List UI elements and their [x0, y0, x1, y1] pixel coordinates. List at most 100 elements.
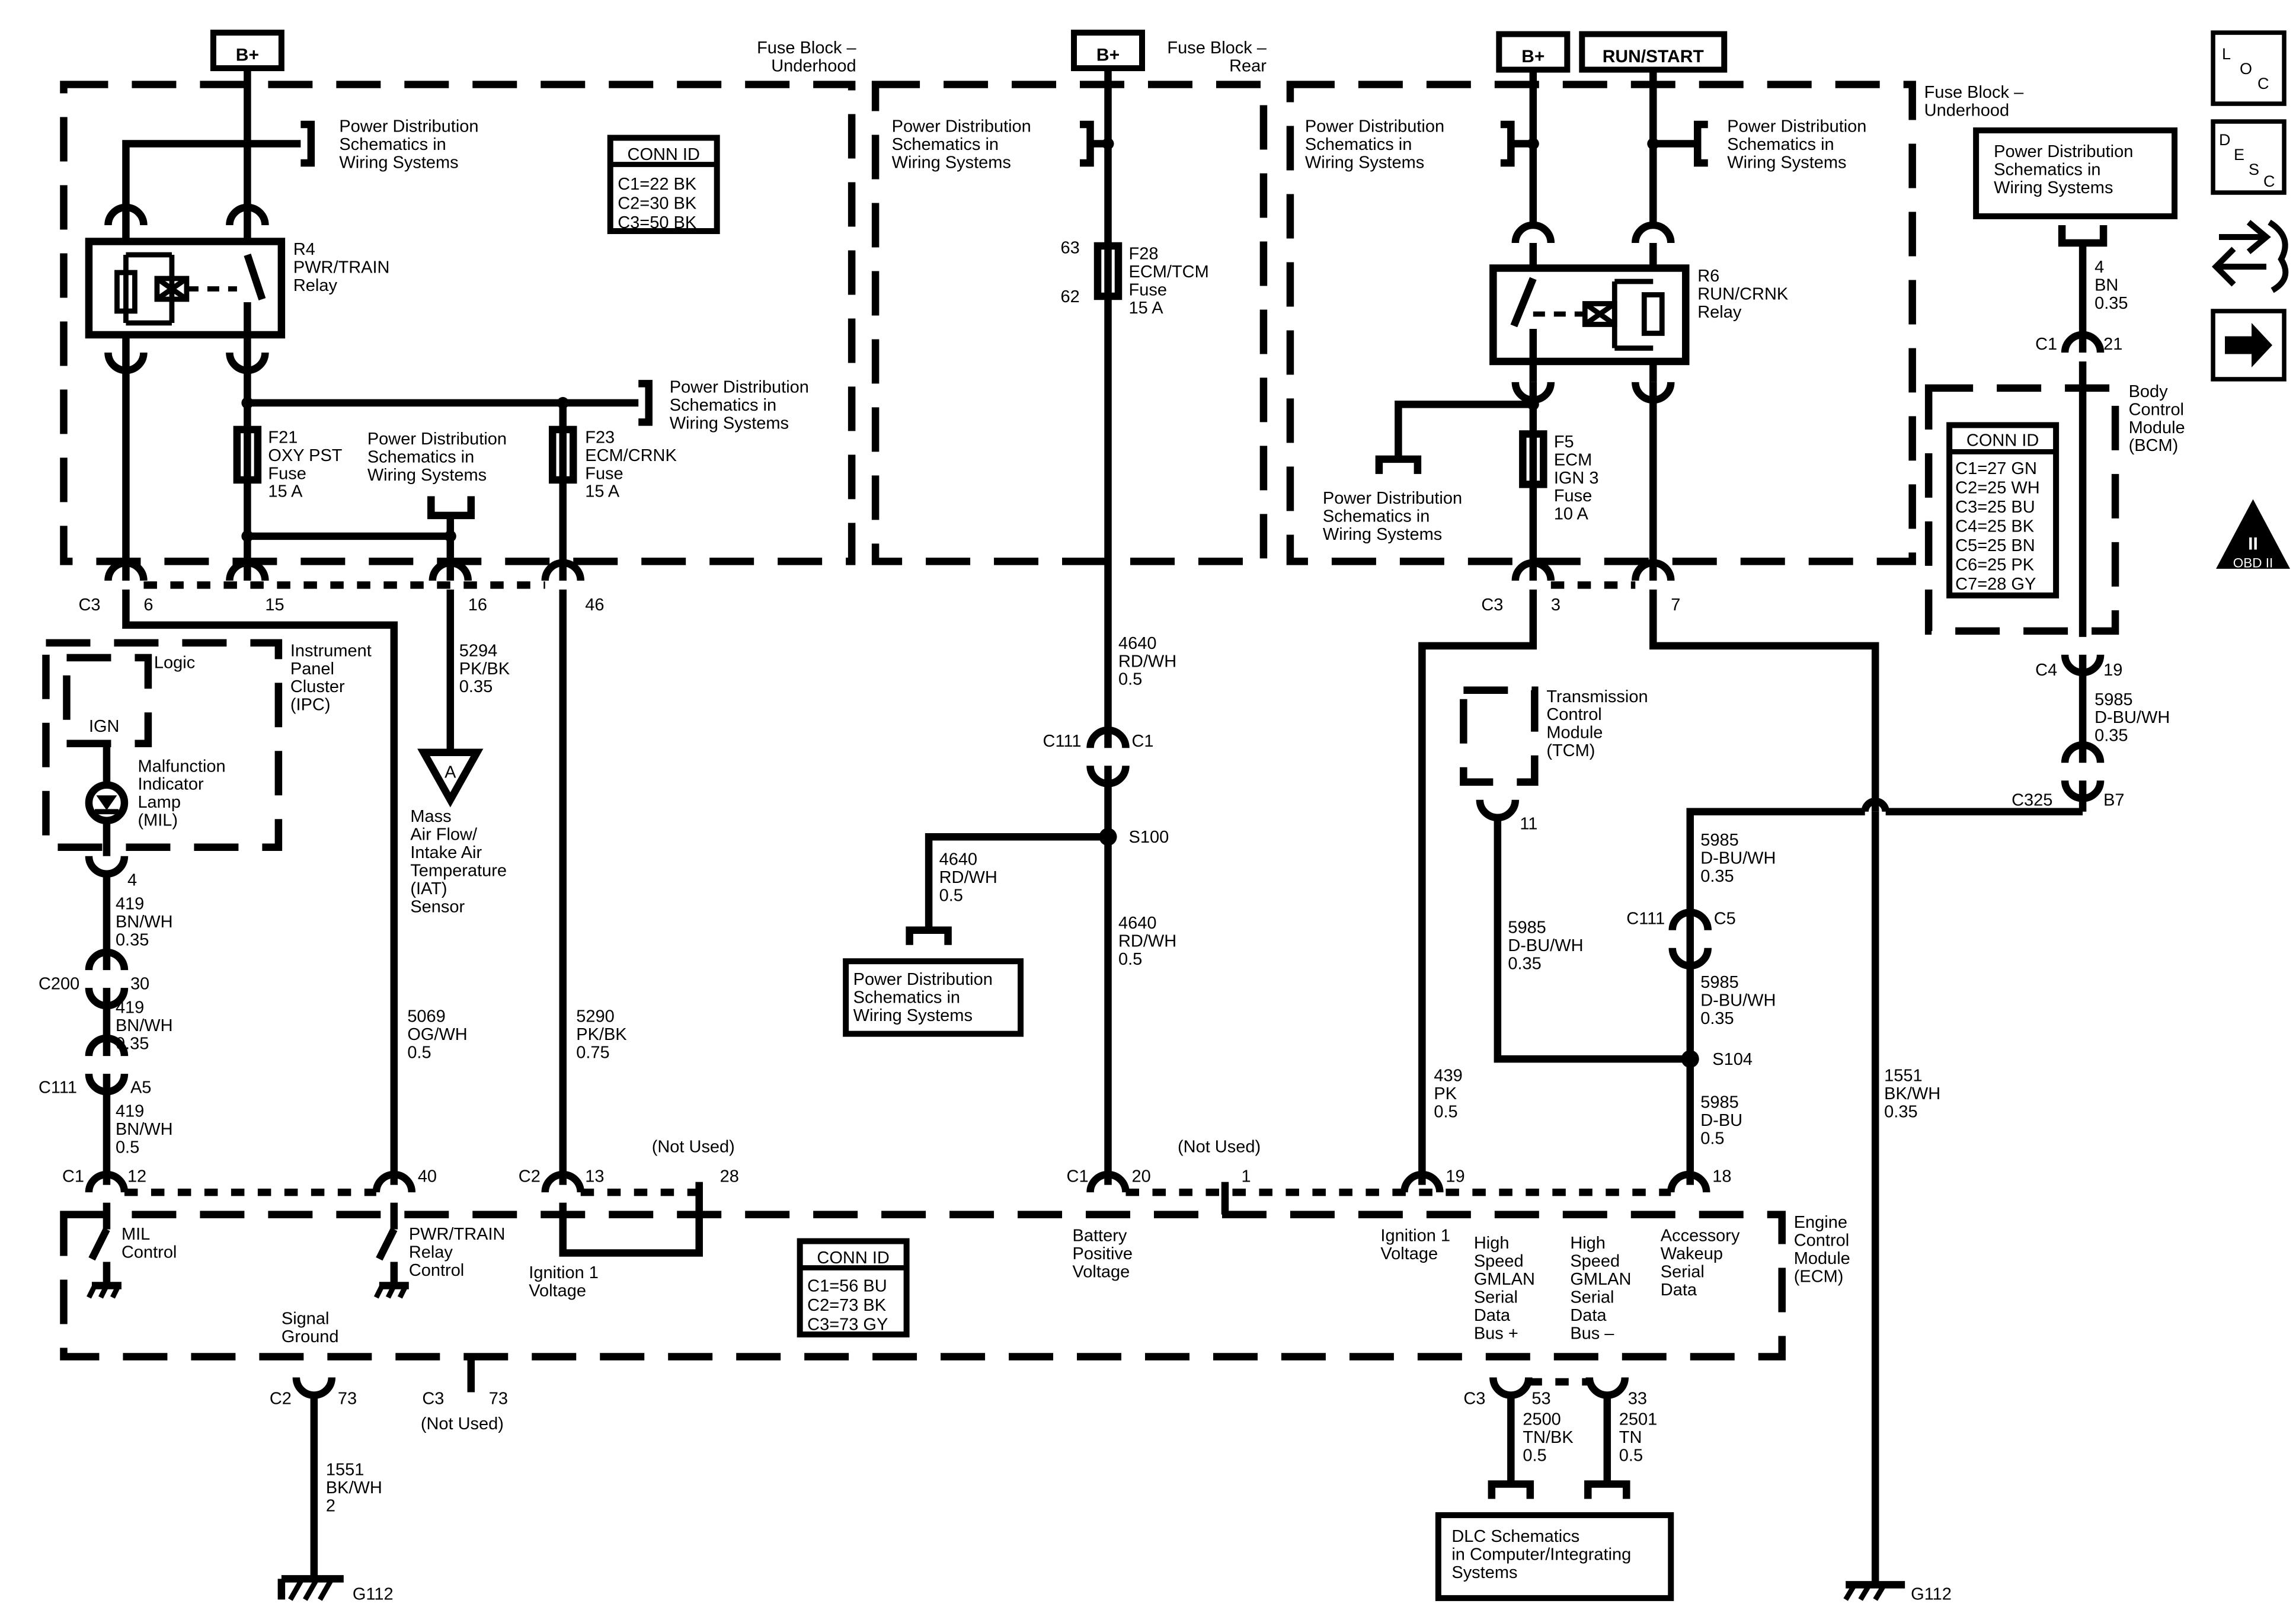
- svg-text:C5=25 BN: C5=25 BN: [1955, 536, 2035, 555]
- conn-id-row: C2=30 BK: [618, 194, 696, 213]
- svg-text:C2=25 WH: C2=25 WH: [1955, 478, 2040, 497]
- obd-ii-icon: II OBD II: [2216, 499, 2291, 570]
- loc-icon[interactable]: L O C: [2211, 30, 2287, 106]
- arrow-right-icon[interactable]: [2211, 309, 2287, 382]
- svg-text:C1: C1: [1132, 732, 1154, 751]
- svg-text:OBD II: OBD II: [2233, 555, 2273, 570]
- svg-text:C1=27 GN: C1=27 GN: [1955, 459, 2037, 478]
- svg-text:C111: C111: [39, 1078, 77, 1097]
- svg-text:C6=25 PK: C6=25 PK: [1955, 555, 2034, 574]
- svg-text:(Not Used): (Not Used): [1178, 1138, 1261, 1157]
- fuse-block-underhood-right: Fuse Block –Underhood: [1286, 81, 2024, 565]
- svg-text:C3: C3: [1481, 596, 1503, 614]
- svg-text:6: 6: [143, 596, 153, 614]
- wrench-icon[interactable]: [2211, 219, 2289, 293]
- svg-text:21: 21: [2103, 335, 2122, 354]
- svg-text:C4=25 BK: C4=25 BK: [1955, 517, 2034, 536]
- svg-text:19: 19: [2103, 661, 2122, 680]
- svg-text:C1: C1: [1067, 1167, 1089, 1186]
- svg-text:53: 53: [1531, 1389, 1550, 1408]
- svg-text:CONN ID: CONN ID: [817, 1249, 889, 1267]
- c3-right-connector: C3 3 7: [1481, 559, 1680, 614]
- svg-text:13: 13: [585, 1167, 604, 1186]
- svg-text:B7: B7: [2103, 791, 2124, 810]
- svg-text:C7=28 GY: C7=28 GY: [1955, 575, 2036, 594]
- svg-text:O: O: [2240, 60, 2252, 78]
- svg-text:19: 19: [1446, 1167, 1464, 1186]
- svg-text:B+: B+: [1096, 46, 1120, 65]
- run-start-tag: RUN/START: [1579, 31, 1728, 73]
- svg-text:18: 18: [1712, 1167, 1731, 1186]
- svg-text:G112: G112: [353, 1585, 394, 1603]
- svg-text:C325: C325: [2012, 791, 2052, 810]
- svg-text:S104: S104: [1712, 1050, 1753, 1069]
- svg-text:3: 3: [1551, 596, 1560, 614]
- svg-text:C2=73 BK: C2=73 BK: [807, 1296, 886, 1315]
- svg-text:28: 28: [720, 1167, 739, 1186]
- fuse-block-underhood-left-label: Fuse Block –Underhood: [757, 39, 856, 75]
- desc-icon[interactable]: D E S C: [2211, 119, 2287, 195]
- svg-text:L: L: [2222, 45, 2231, 63]
- svg-text:7: 7: [1671, 596, 1680, 614]
- svg-text:(Not Used): (Not Used): [652, 1138, 735, 1157]
- svg-text:D: D: [2219, 131, 2231, 149]
- svg-text:II: II: [2248, 534, 2258, 553]
- fuse-block-rear-label: Fuse Block –Rear: [1167, 39, 1267, 75]
- svg-text:C111: C111: [1043, 732, 1082, 751]
- svg-text:S100: S100: [1129, 828, 1169, 847]
- bplus-tag-3: B+: [1496, 31, 1571, 73]
- svg-text:B+: B+: [1521, 47, 1544, 66]
- svg-text:RUN/START: RUN/START: [1603, 47, 1704, 66]
- svg-text:40: 40: [418, 1167, 437, 1186]
- fuse-block-underhood-right-label: Fuse Block –Underhood: [1924, 83, 2024, 120]
- svg-text:46: 46: [585, 596, 604, 614]
- svg-text:C1=56 BU: C1=56 BU: [807, 1277, 887, 1296]
- svg-text:C4: C4: [2035, 661, 2057, 680]
- svg-text:30: 30: [130, 975, 149, 994]
- conn-id-row: C1=22 BK: [618, 175, 696, 194]
- svg-text:C1: C1: [62, 1167, 84, 1186]
- svg-text:C3: C3: [422, 1389, 444, 1408]
- svg-text:63: 63: [1061, 238, 1080, 257]
- fuse-block-rear: Fuse Block –Rear: [871, 39, 1268, 565]
